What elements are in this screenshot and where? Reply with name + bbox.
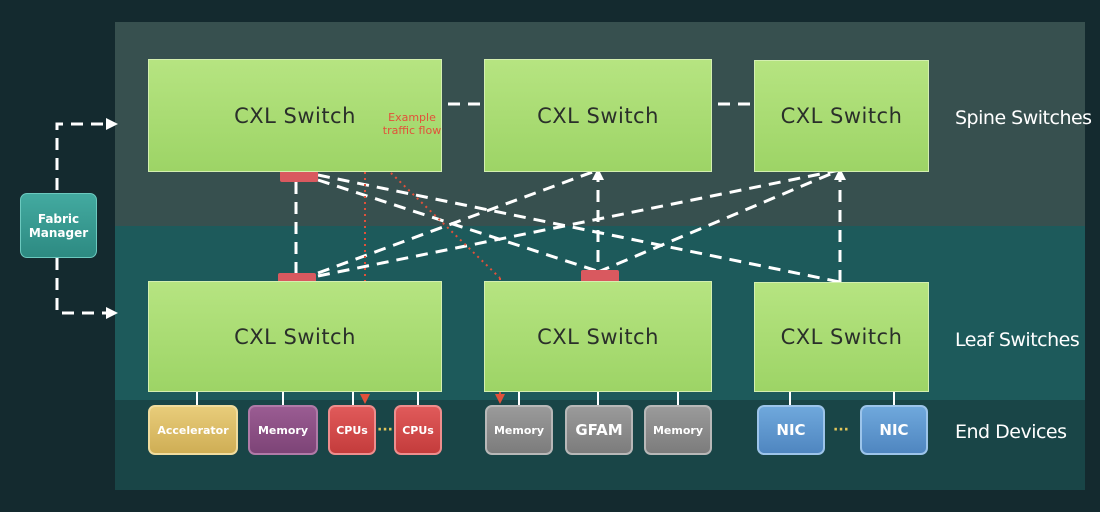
gfam-device: GFAM bbox=[565, 405, 633, 455]
leaf-switches-label: Leaf Switches bbox=[955, 329, 1080, 351]
memory-device: Memory bbox=[644, 405, 712, 455]
fabric-manager: Fabric Manager bbox=[20, 193, 97, 258]
arrow-head bbox=[106, 307, 118, 319]
traffic-arrow bbox=[495, 394, 505, 404]
switch-label: CXL Switch bbox=[537, 324, 659, 349]
memory-device: Memory bbox=[485, 405, 553, 455]
memory-device: Memory bbox=[248, 405, 318, 455]
traffic-arrow bbox=[360, 394, 370, 404]
end-devices-label: End Devices bbox=[955, 421, 1067, 443]
device-ellipsis: ··· bbox=[833, 422, 849, 438]
fabric-links bbox=[55, 102, 842, 315]
leaf-switch-2: CXL Switch bbox=[484, 281, 712, 392]
spine-switch-2: CXL Switch bbox=[484, 59, 712, 172]
device-ellipsis: ··· bbox=[377, 422, 393, 438]
nic-device: NIC bbox=[860, 405, 928, 455]
accelerator-device: Accelerator bbox=[148, 405, 238, 455]
switch-label: CXL Switch bbox=[537, 103, 659, 128]
cpu-device: CPUs bbox=[394, 405, 442, 455]
traffic-flow-label: Example traffic flow bbox=[382, 111, 442, 137]
cpu-device: CPUs bbox=[328, 405, 376, 455]
arrow-head bbox=[106, 118, 118, 130]
switch-label: CXL Switch bbox=[234, 103, 356, 128]
switch-label: CXL Switch bbox=[234, 324, 356, 349]
spine-switches-label: Spine Switches bbox=[955, 107, 1092, 129]
spine-switch-3: CXL Switch bbox=[754, 60, 929, 172]
device-stubs bbox=[196, 392, 895, 405]
leaf-switch-1: CXL Switch bbox=[148, 281, 442, 392]
switch-label: CXL Switch bbox=[780, 325, 903, 349]
switch-label: CXL Switch bbox=[780, 104, 903, 128]
leaf-switch-3: CXL Switch bbox=[754, 282, 929, 392]
arrow-head bbox=[834, 168, 846, 180]
nic-device: NIC bbox=[757, 405, 825, 455]
arrow-head bbox=[592, 168, 604, 180]
spine-switch-1: CXL Switch bbox=[148, 59, 442, 172]
